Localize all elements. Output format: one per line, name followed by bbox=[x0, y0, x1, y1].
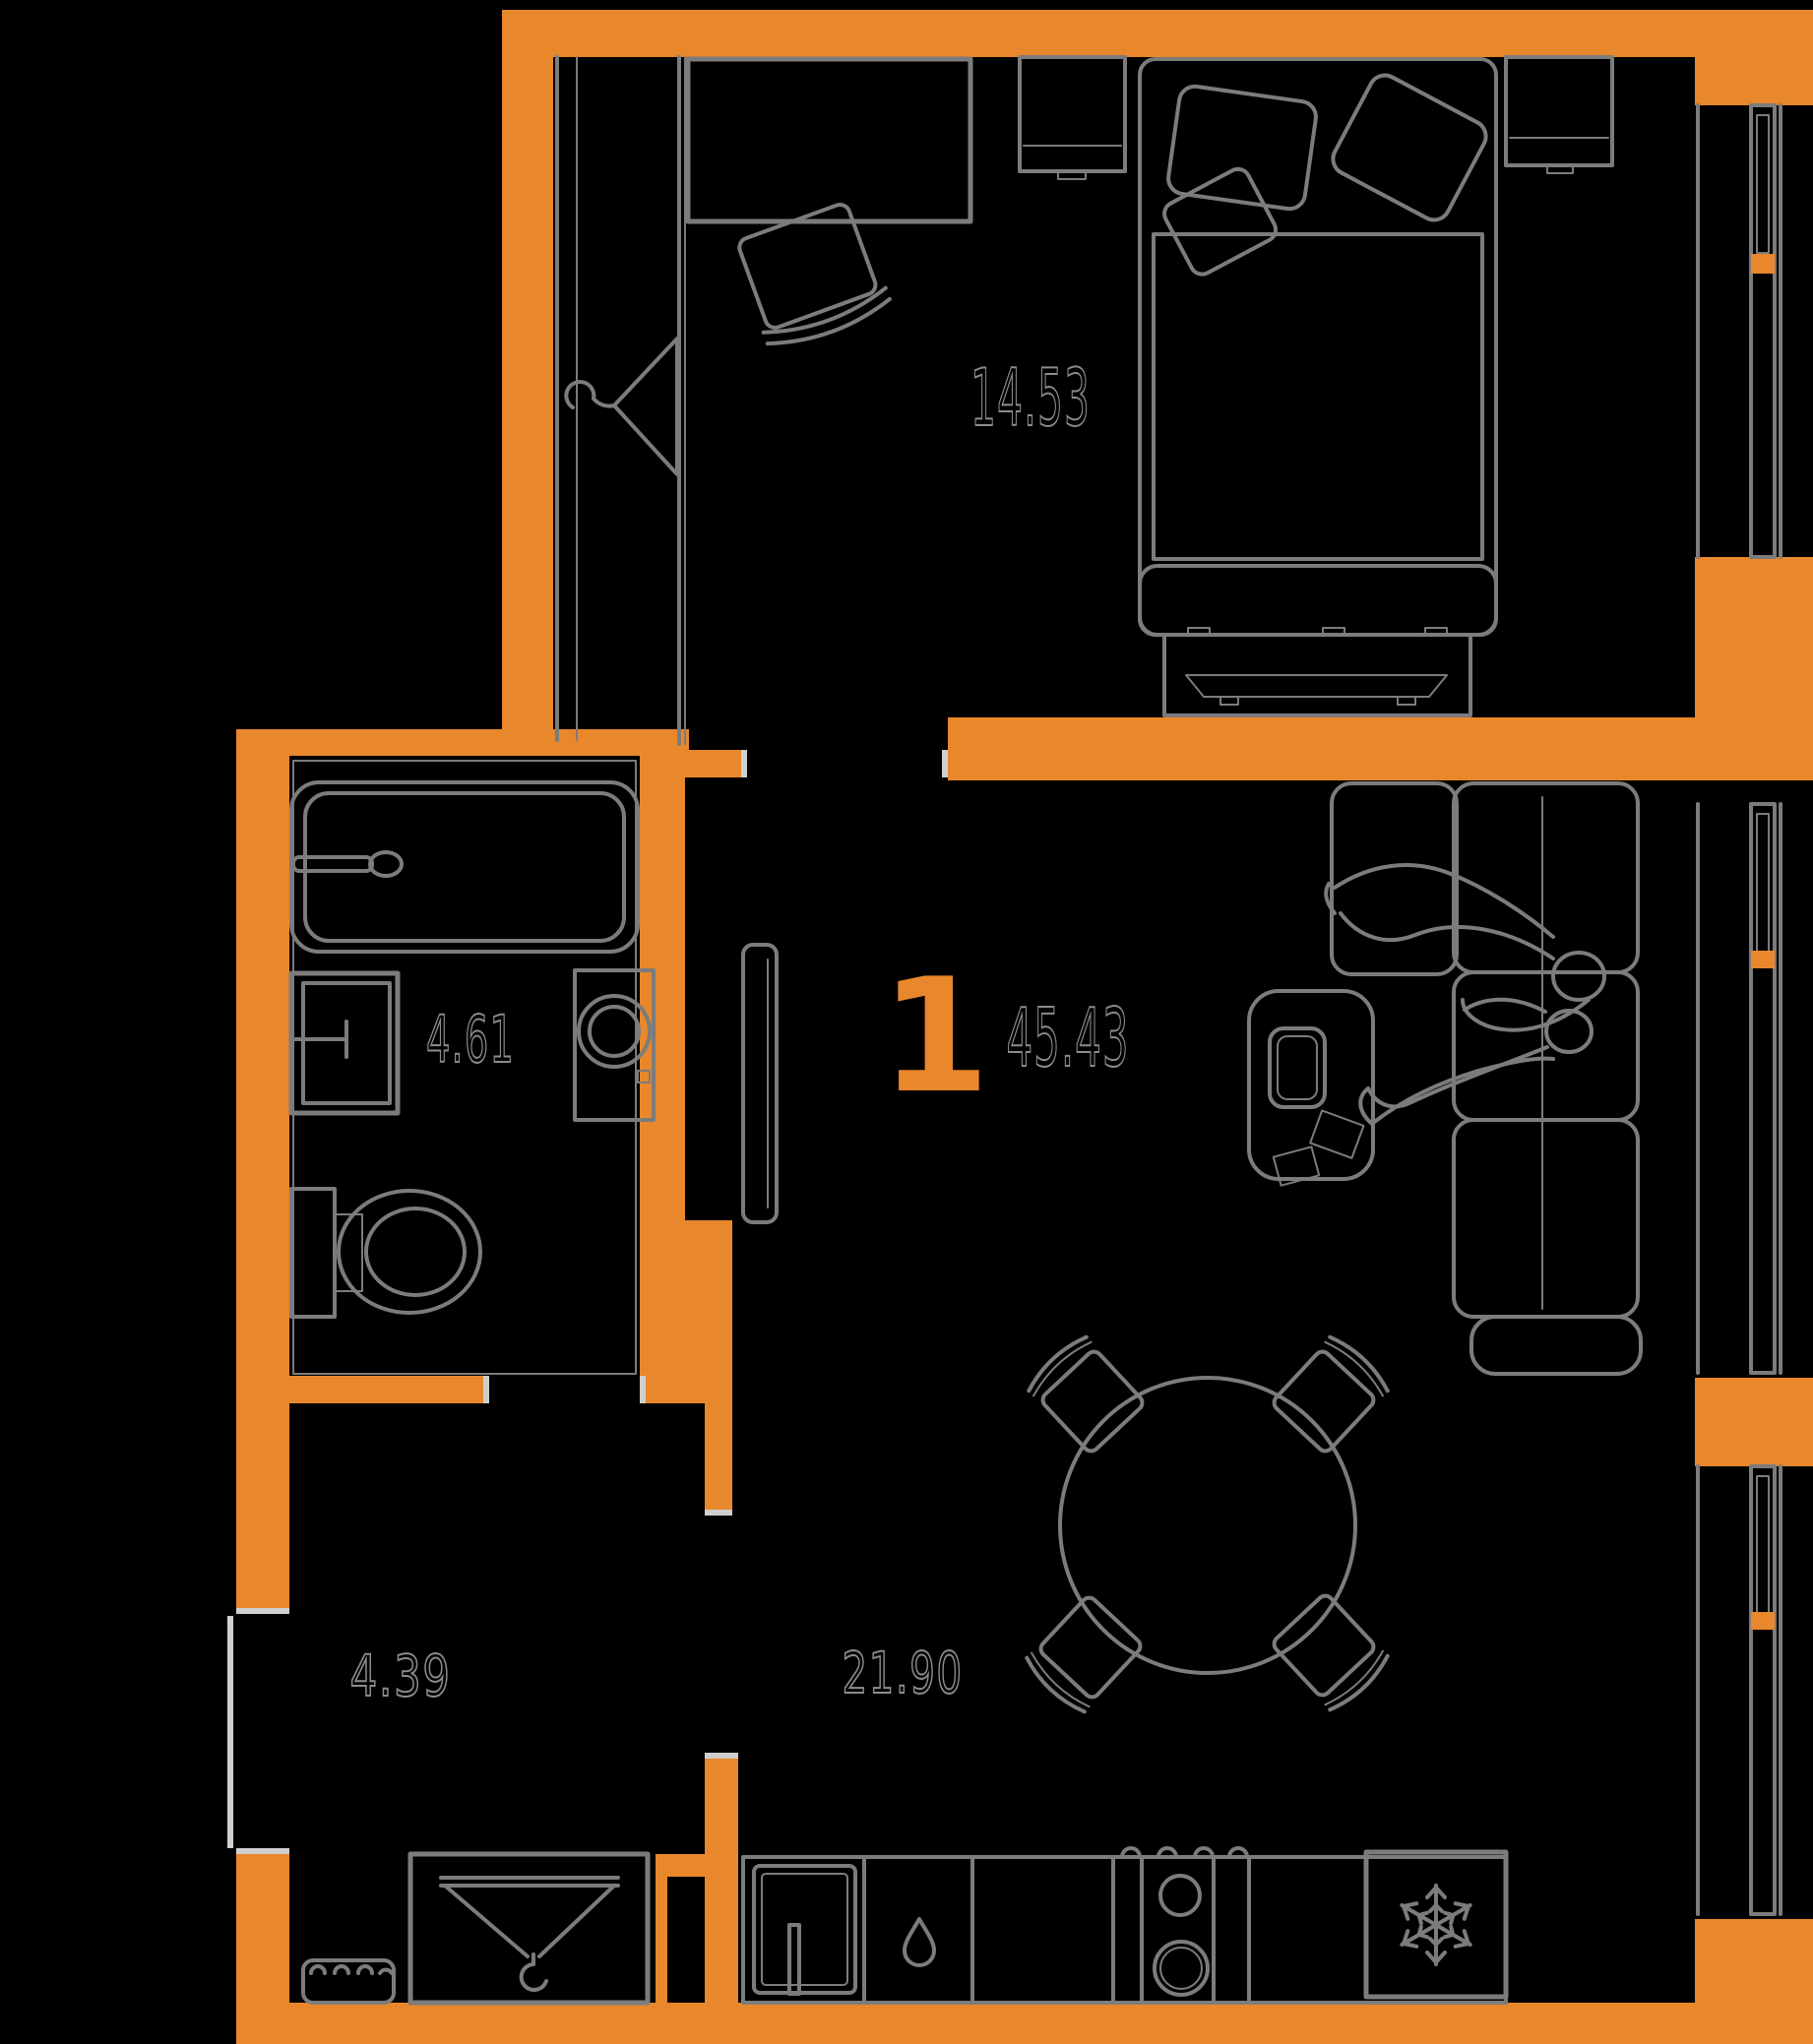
hanger-icon bbox=[439, 1876, 620, 1992]
hallway-area-label: 4.39 bbox=[350, 1642, 452, 1709]
window-bedroom bbox=[1696, 103, 1782, 559]
pillow bbox=[1166, 84, 1318, 212]
door-jambs bbox=[236, 750, 948, 1854]
fridge bbox=[1363, 1849, 1509, 2000]
coffee-table bbox=[1247, 989, 1375, 1187]
living-kitchen-area-label: 21.90 bbox=[843, 1640, 964, 1706]
walls bbox=[236, 10, 1813, 2044]
tv-stand-bedroom bbox=[1162, 627, 1472, 717]
hanger-icon bbox=[564, 337, 679, 476]
window-living bbox=[1696, 802, 1782, 1375]
washing-machine bbox=[573, 968, 656, 1122]
doormat bbox=[301, 1958, 396, 2005]
area-labels: 14.53 4.61 45.43 1 4.39 21.90 bbox=[349, 351, 1130, 1710]
bathtub bbox=[289, 780, 640, 954]
dining-chair bbox=[1027, 1334, 1145, 1454]
drop-icon bbox=[903, 1917, 936, 1967]
desk-chair bbox=[737, 202, 892, 346]
window-kitchen bbox=[1696, 1464, 1782, 1916]
dining-chair bbox=[1025, 1595, 1143, 1714]
nightstand-right bbox=[1504, 55, 1614, 174]
bathroom-sink bbox=[288, 970, 401, 1116]
closet bbox=[555, 55, 686, 746]
stove bbox=[1120, 1846, 1249, 2005]
desk bbox=[685, 56, 973, 224]
dining-chair bbox=[1272, 1334, 1390, 1454]
bed bbox=[1138, 57, 1498, 637]
kitchen-sink bbox=[752, 1864, 857, 1996]
people-on-sofa bbox=[1324, 863, 1606, 1126]
entry-door-leaf bbox=[227, 1616, 233, 1848]
dining-chair bbox=[1272, 1593, 1390, 1712]
total-area-label: 45.43 bbox=[1007, 992, 1130, 1085]
tv-hallway bbox=[741, 943, 779, 1224]
entry-wardrobe bbox=[407, 1851, 651, 2006]
kitchen-counter bbox=[741, 1855, 1508, 2005]
dining-table bbox=[1058, 1376, 1357, 1675]
snowflake-icon bbox=[1400, 1884, 1472, 1966]
pillow-small bbox=[1162, 166, 1279, 277]
sofa bbox=[1330, 781, 1643, 1376]
pillow bbox=[1331, 73, 1488, 222]
apartment-number: 1 bbox=[880, 944, 989, 1128]
bathroom-area-label: 4.61 bbox=[426, 1002, 515, 1078]
toilet bbox=[289, 1187, 482, 1319]
bedroom-area-label: 14.53 bbox=[970, 352, 1091, 444]
nightstand-left bbox=[1018, 55, 1127, 180]
